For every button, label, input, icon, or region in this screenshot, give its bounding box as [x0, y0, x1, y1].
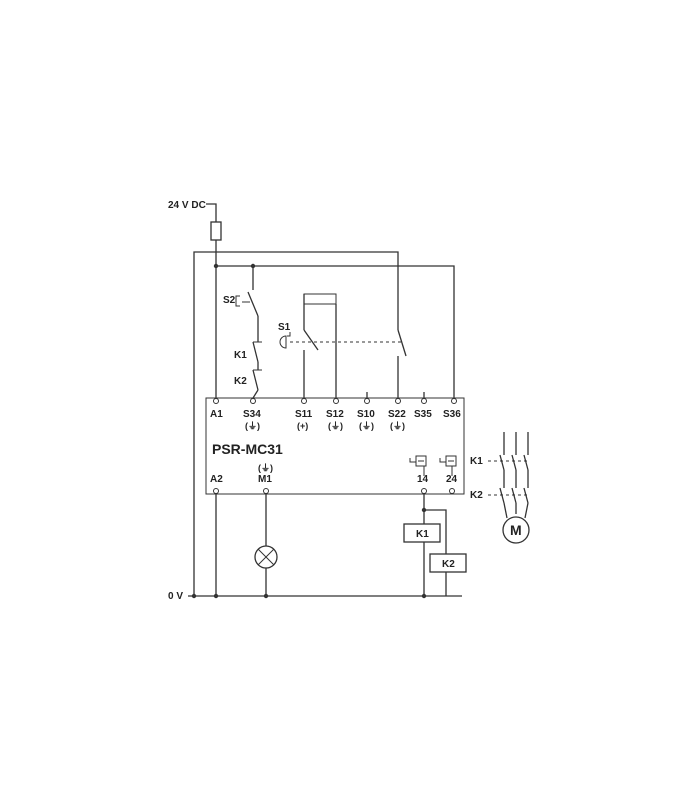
k2-to-s34-wire [252, 389, 259, 399]
terminal-s35[interactable] [421, 398, 427, 404]
k2-aux-label: K2 [234, 376, 247, 387]
k2-main-contact-label: K2 [470, 490, 483, 501]
motor-power-circuit [488, 432, 529, 519]
junction-ground-k1 [421, 593, 427, 599]
top-terminal-circles [213, 398, 457, 404]
supply-lead-wire [206, 203, 217, 222]
s1-contact-a [303, 329, 319, 351]
terminal-label-s35: S35 [414, 409, 432, 420]
terminal-sub-s22: (⏚) [390, 421, 405, 431]
rail-to-s36 [216, 265, 455, 398]
motor-label: M [510, 522, 522, 538]
terminal-sub-s34: (⏚) [245, 421, 260, 431]
output-relay-14-icon [409, 455, 427, 476]
s1-latch-symbol [287, 332, 291, 337]
k1-aux-label: K1 [234, 350, 247, 361]
terminal-label-s36: S36 [443, 409, 461, 420]
junction-a1-rail [213, 263, 219, 269]
out14-to-k2-wire [424, 509, 447, 554]
terminal-m1[interactable] [263, 488, 269, 494]
k2-aux-contact [252, 369, 259, 391]
terminal-label-m1: M1 [258, 474, 272, 485]
s1-label: S1 [278, 322, 291, 333]
terminal-14[interactable] [421, 488, 427, 494]
k1-aux-contact [252, 341, 259, 363]
terminal-sub-m1: (⏚) [258, 463, 273, 473]
s1-contact-b [397, 329, 407, 357]
lamp-cross-b [257, 548, 275, 566]
s1-mushroom-head-icon [279, 335, 287, 349]
terminal-label-s11: S11 [295, 409, 313, 420]
terminal-label-s10: S10 [357, 409, 375, 420]
terminal-label-24: 24 [446, 474, 458, 485]
s1-loop-top [303, 293, 337, 305]
upper-rail-to-s22-contact [193, 251, 399, 596]
terminal-label-s12: S12 [326, 409, 344, 420]
terminal-label-a2: A2 [210, 474, 223, 485]
terminal-label-s34: S34 [243, 409, 261, 420]
device-name: PSR-MC31 [212, 441, 283, 457]
terminal-sub-s12: (⏚) [328, 421, 343, 431]
terminal-s22[interactable] [395, 398, 401, 404]
terminal-a2[interactable] [213, 488, 219, 494]
k1-coil [403, 523, 441, 543]
terminal-label-14: 14 [417, 474, 429, 485]
terminal-label-a1: A1 [210, 409, 223, 420]
terminal-s11[interactable] [301, 398, 307, 404]
k1-coil-label: K1 [416, 529, 429, 540]
junction-ground-lamp [263, 593, 269, 599]
motor-icon [502, 516, 530, 544]
terminal-s12[interactable] [333, 398, 339, 404]
s2-pushbutton-symbol [235, 295, 240, 307]
s2-contact [247, 291, 259, 317]
terminal-24[interactable] [449, 488, 455, 494]
k1-main-contact-label: K1 [470, 456, 483, 467]
terminal-a1[interactable] [213, 398, 219, 404]
terminal-label-s22: S22 [388, 409, 406, 420]
ground-label: 0 V [168, 591, 183, 602]
fuse [210, 221, 222, 241]
terminal-sub-s10: (⏚) [359, 421, 374, 431]
k2-coil-label: K2 [442, 559, 455, 570]
junction-ground-left [191, 593, 197, 599]
supply-24v-label: 24 V DC [168, 200, 206, 211]
junction-ground-a2 [213, 593, 219, 599]
output-relay-24-icon [439, 455, 457, 476]
terminal-s10[interactable] [364, 398, 370, 404]
s2-label: S2 [223, 295, 236, 306]
terminal-s36[interactable] [451, 398, 457, 404]
terminal-sub-s11: (+) [297, 421, 308, 431]
terminal-s34[interactable] [250, 398, 256, 404]
k2-coil [429, 553, 467, 573]
psr-mc31-module [205, 397, 465, 495]
